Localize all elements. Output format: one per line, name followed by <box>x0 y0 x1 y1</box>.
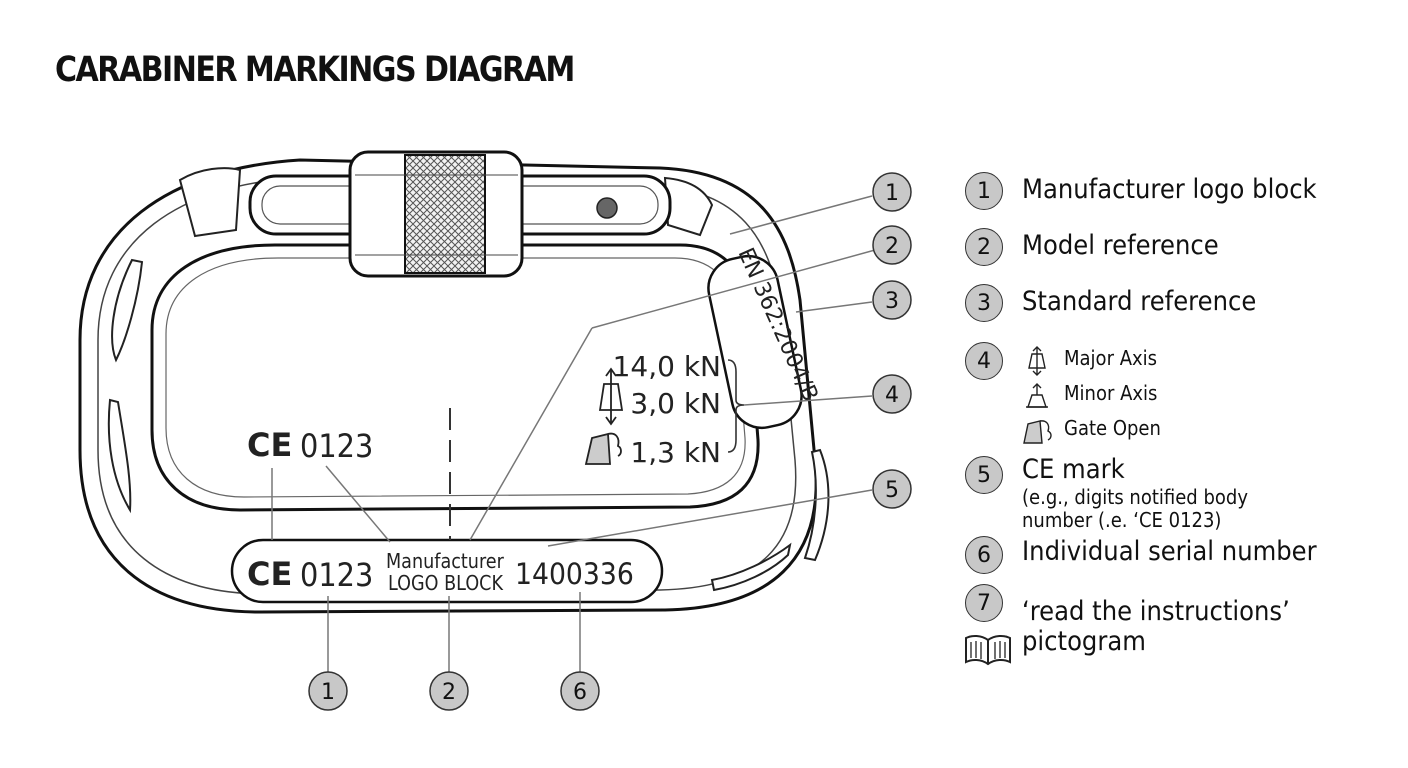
legend-badge-7: 7 <box>965 584 1003 622</box>
gate-open-icon <box>1023 420 1052 444</box>
callout-2-bottom: 2 <box>429 671 469 711</box>
callout-6-bottom: 6 <box>560 671 600 711</box>
callout-1-bottom: 1 <box>308 671 348 711</box>
leader-lines <box>271 195 876 672</box>
legend-gate-open-label: Gate Open <box>1064 416 1161 440</box>
legend-detail-5-line2: number (.e. ‘CE 0123) <box>1022 508 1222 532</box>
svg-text:4: 4 <box>885 383 899 408</box>
legend-badge-6: 6 <box>965 536 1003 574</box>
legend-label-1: Manufacturer logo block <box>1022 174 1317 205</box>
gate-open-icon <box>584 432 622 465</box>
gate-open-strength: 1,3 kN <box>630 436 721 469</box>
svg-text:3: 3 <box>885 289 899 314</box>
legend-major-axis-label: Major Axis <box>1064 346 1158 370</box>
svg-text:2: 2 <box>885 234 899 259</box>
svg-text:5: 5 <box>885 478 899 503</box>
svg-text:1: 1 <box>321 680 335 705</box>
svg-text:2: 2 <box>442 680 456 705</box>
carabiner-diagram: CE 0123 14,0 kN 3,0 kN 1,3 kN EN 362:200… <box>78 150 912 711</box>
legend-badge-2: 2 <box>965 228 1003 266</box>
legend-label-6: Individual serial number <box>1022 536 1317 567</box>
body-ce-mark: CE <box>247 426 292 464</box>
svg-text:6: 6 <box>573 680 587 705</box>
minor-axis-icon <box>1026 383 1048 408</box>
legend-detail-5-line1: (e.g., digits notified body <box>1022 485 1248 509</box>
serial-number-marking: 1400336 <box>515 557 634 591</box>
major-axis-strength: 14,0 kN <box>613 350 721 383</box>
minor-axis-strength: 3,0 kN <box>630 387 721 420</box>
callout-1-right: 1 <box>872 172 912 212</box>
legend-label-7-line2: pictogram <box>1022 626 1146 657</box>
spine-notified-body-number: 0123 <box>300 558 373 595</box>
legend-label-2: Model reference <box>1022 230 1219 261</box>
legend-minor-axis-label: Minor Axis <box>1064 381 1158 405</box>
legend-label-3: Standard reference <box>1022 286 1257 317</box>
callout-3-right: 3 <box>872 280 912 320</box>
manufacturer-text-line2: LOGO BLOCK <box>388 573 504 595</box>
spine-ce-mark: CE <box>247 555 292 593</box>
callout-4-right: 4 <box>872 374 912 414</box>
body-notified-body-number: 0123 <box>300 429 373 466</box>
callout-2-right: 2 <box>872 225 912 265</box>
legend-badge-3: 3 <box>965 284 1003 322</box>
carabiner-body <box>78 150 830 614</box>
manufacturer-text-line1: Manufacturer <box>386 551 504 573</box>
svg-text:1: 1 <box>885 181 899 206</box>
legend-label-5: CE mark <box>1022 454 1125 485</box>
major-axis-icon <box>1028 346 1046 376</box>
legend-badge-4: 4 <box>965 342 1003 380</box>
legend-label-7-line1: ‘read the instructions’ <box>1022 596 1290 627</box>
open-book-icon <box>965 634 1011 666</box>
legend-badge-1: 1 <box>965 172 1003 210</box>
diagram-title: CARABINER MARKINGS DIAGRAM <box>55 50 575 90</box>
legend-badge-5: 5 <box>965 456 1003 494</box>
callout-5-right: 5 <box>872 469 912 509</box>
major-axis-icon <box>598 367 624 426</box>
